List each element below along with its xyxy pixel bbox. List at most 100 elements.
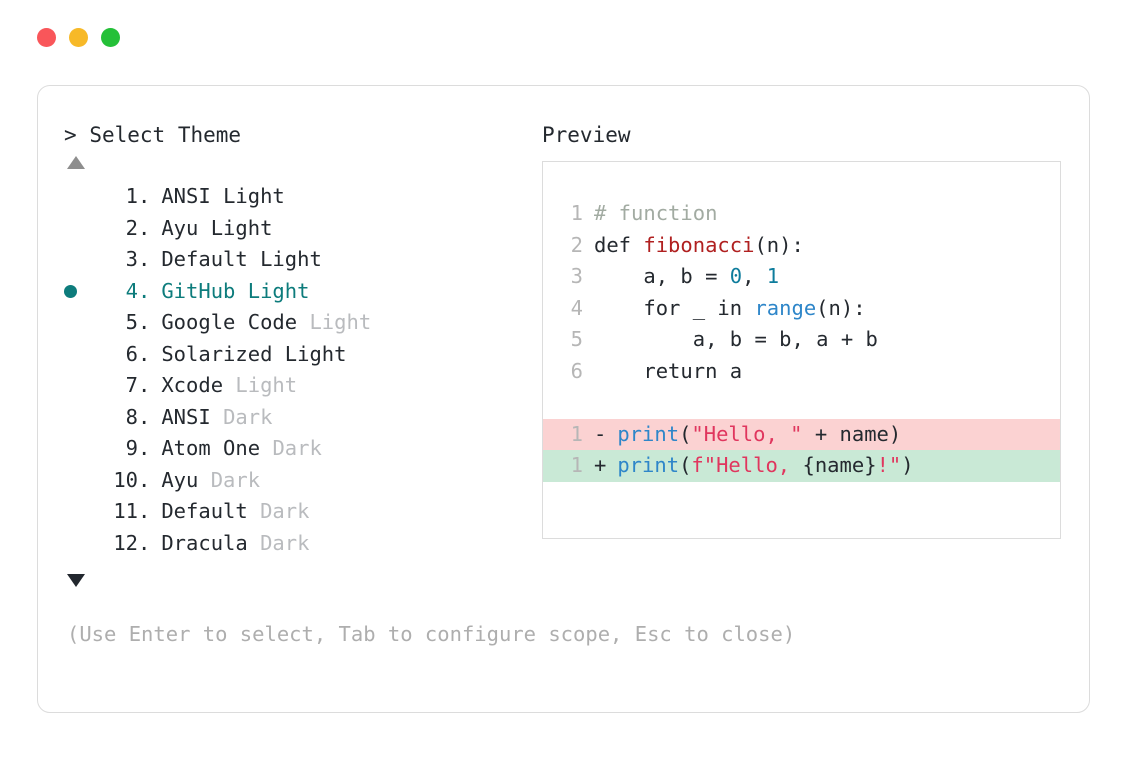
- close-button-icon[interactable]: [37, 28, 56, 47]
- theme-list-item[interactable]: 10.Ayu Dark: [64, 465, 542, 497]
- theme-item-number-dot: .: [138, 341, 151, 366]
- theme-item-number: 3: [125, 247, 138, 271]
- theme-list-item[interactable]: 8.ANSI Dark: [64, 402, 542, 434]
- theme-item-variant: Light: [210, 215, 273, 240]
- code-token: fibonacci: [643, 232, 755, 257]
- theme-item-variant: Light: [247, 278, 310, 303]
- code-token: def: [594, 232, 644, 257]
- code-token: range: [754, 295, 817, 320]
- code-token: 0: [729, 264, 743, 288]
- selection-bullet-slot: [64, 244, 94, 276]
- selection-bullet-slot: [64, 496, 94, 528]
- selection-bullet-slot: [64, 465, 94, 497]
- theme-item-number-dot: .: [138, 436, 151, 460]
- scroll-down-indicator[interactable]: [64, 563, 542, 597]
- theme-item-number: 10: [113, 467, 138, 492]
- theme-item-number-dot: .: [138, 499, 151, 523]
- theme-item-number: 7: [125, 373, 138, 397]
- diff-line-content: print("Hello, " + name): [617, 419, 901, 451]
- theme-item-variant: Light: [284, 341, 347, 366]
- code-line: 2 def fibonacci(n):: [543, 230, 1060, 262]
- code-line: 6 return a: [543, 356, 1060, 388]
- selection-bullet-slot: [64, 528, 94, 560]
- selection-bullet-slot: [64, 276, 94, 308]
- minimize-button-icon[interactable]: [69, 28, 88, 47]
- code-token: return a: [594, 358, 743, 383]
- code-line-content: a, b = b, a + b: [594, 324, 878, 356]
- theme-item-number-dot: .: [138, 278, 151, 303]
- code-token: ): [901, 453, 914, 477]
- code-line-content: # function: [594, 198, 717, 230]
- code-line-content: def fibonacci(n):: [594, 230, 804, 262]
- theme-item-number: 11: [113, 499, 138, 523]
- maximize-button-icon[interactable]: [101, 28, 120, 47]
- theme-list-item[interactable]: 6. Solarized Light: [64, 339, 542, 371]
- line-number: 5: [570, 327, 583, 351]
- theme-item-variant: Dark: [260, 530, 310, 555]
- scroll-up-indicator[interactable]: [64, 150, 542, 175]
- code-line: 3 a, b = 0, 1: [543, 261, 1060, 293]
- line-number: 1: [570, 453, 583, 477]
- theme-list-item[interactable]: 7.Xcode Light: [64, 370, 542, 402]
- code-token: # function: [594, 201, 718, 225]
- line-number: 1: [570, 201, 583, 225]
- line-number: 1: [570, 421, 583, 446]
- theme-item-variant: Dark: [272, 436, 322, 460]
- theme-item-name: GitHub: [161, 278, 248, 303]
- theme-list-item[interactable]: 1.ANSI Light: [64, 181, 542, 213]
- theme-item-number-dot: .: [138, 373, 151, 397]
- theme-item-number-dot: .: [138, 530, 151, 555]
- code-token: (: [679, 421, 692, 446]
- theme-list-item[interactable]: 2.Ayu Light: [64, 213, 542, 245]
- diff-sign: -: [594, 421, 607, 446]
- code-token: (n):: [816, 295, 866, 320]
- diff-line-del: 1-print("Hello, " + name): [543, 418, 1060, 451]
- line-number: 4: [570, 295, 583, 320]
- code-line-content: for _ in range(n):: [594, 293, 866, 325]
- theme-item-name: Xcode: [161, 373, 236, 397]
- keyboard-hint: (Use Enter to select, Tab to configure s…: [67, 622, 796, 646]
- theme-list-item[interactable]: 3.Default Light: [64, 244, 542, 276]
- theme-item-number-dot: .: [138, 184, 151, 208]
- theme-list-item[interactable]: 9.Atom One Dark: [64, 433, 542, 465]
- code-token: (n):: [754, 232, 804, 257]
- theme-list-item[interactable]: 4. GitHub Light: [64, 276, 542, 308]
- theme-list-item[interactable]: 11.Default Dark: [64, 496, 542, 528]
- theme-item-number: 1: [125, 184, 138, 208]
- code-token: a, b = b, a + b: [594, 327, 878, 351]
- code-token: ): [888, 421, 902, 446]
- code-token: f"Hello,: [691, 453, 803, 477]
- theme-item-number-dot: .: [138, 404, 151, 429]
- code-token: + name: [802, 421, 889, 446]
- line-number: 6: [570, 358, 583, 383]
- line-number: 2: [570, 232, 583, 257]
- theme-item-name: Dracula: [161, 530, 261, 555]
- theme-list-item[interactable]: 5.Google Code Light: [64, 307, 542, 339]
- theme-item-number: 6: [125, 341, 138, 366]
- code-token: for _ in: [594, 295, 755, 320]
- code-line-content: return a: [594, 356, 742, 388]
- code-token: a, b =: [594, 264, 730, 288]
- code-token: "Hello, ": [691, 421, 803, 446]
- theme-item-variant: Dark: [210, 467, 261, 492]
- page-title-text: Select Theme: [89, 123, 242, 147]
- theme-list-item[interactable]: 12.Dracula Dark: [64, 528, 542, 560]
- theme-item-name: Default: [161, 499, 261, 523]
- theme-item-name: ANSI: [161, 404, 224, 429]
- page-title: > Select Theme: [64, 120, 542, 150]
- theme-item-name: Solarized: [161, 341, 285, 366]
- code-token: print: [617, 453, 680, 477]
- theme-item-number-dot: .: [138, 310, 151, 334]
- code-token: ,: [742, 264, 767, 288]
- code-line: 4 for _ in range(n):: [543, 293, 1060, 325]
- theme-item-name: Ayu: [161, 215, 211, 240]
- theme-item-number: 4: [125, 278, 138, 303]
- theme-item-variant: Light: [223, 184, 285, 208]
- code-line-content: a, b = 0, 1: [594, 261, 779, 293]
- selection-bullet-slot: [64, 307, 94, 339]
